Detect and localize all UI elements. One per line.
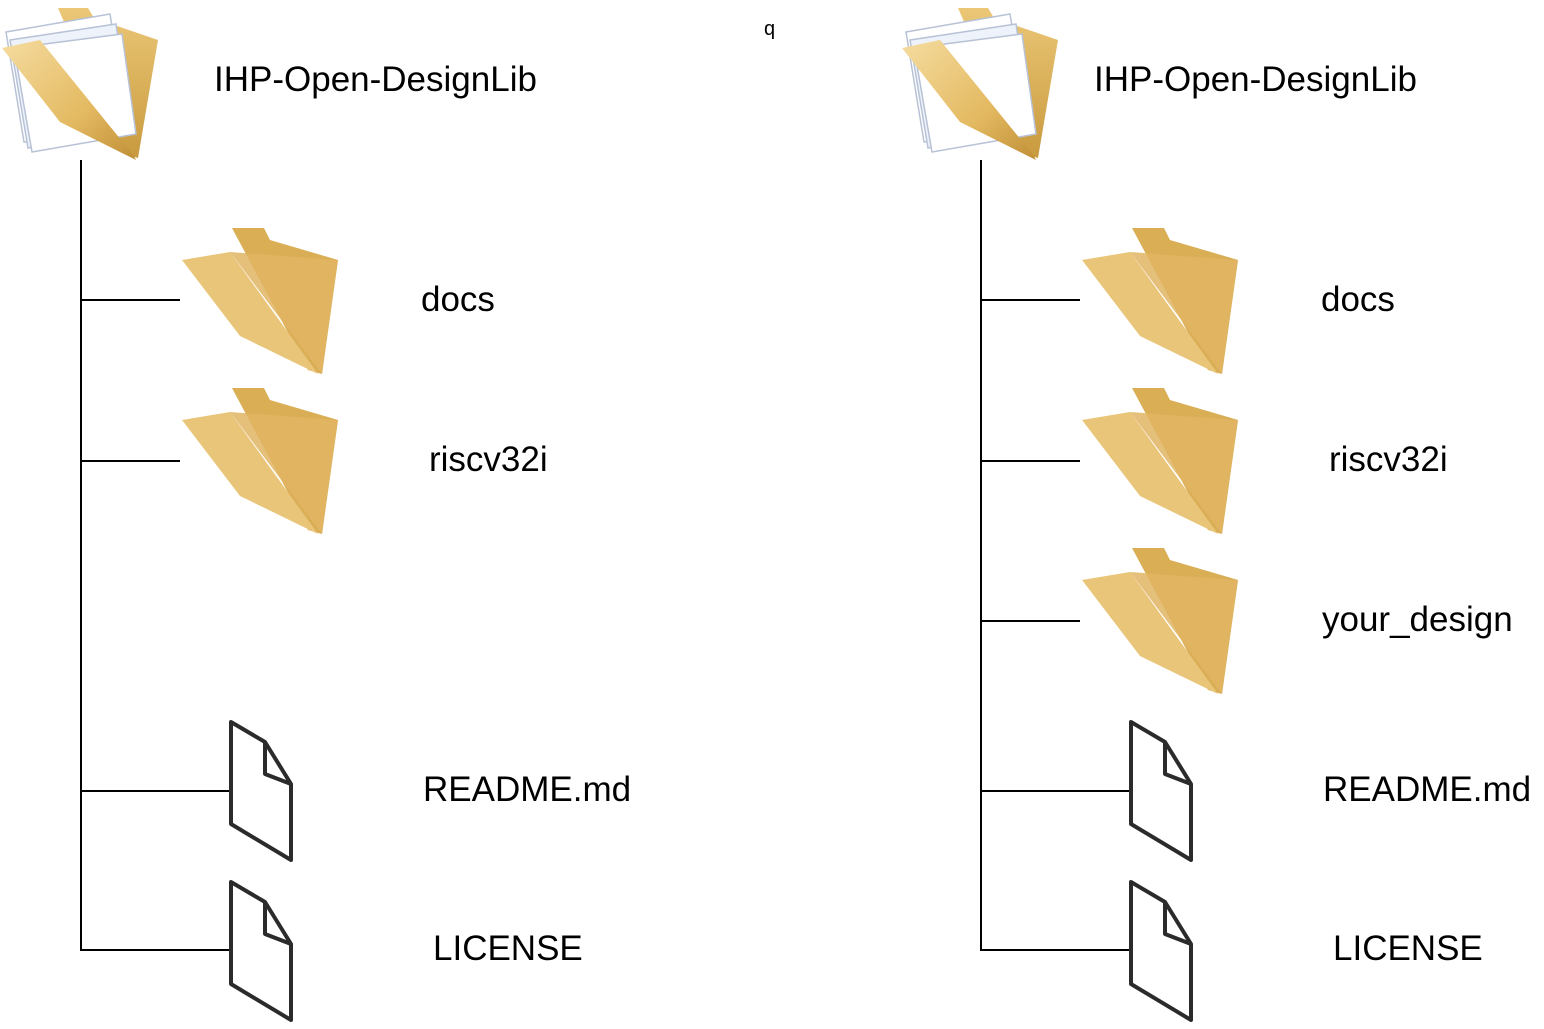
branch-line xyxy=(80,460,180,462)
branch-line xyxy=(980,299,1080,301)
folder-icon xyxy=(180,224,342,383)
branch-line xyxy=(80,790,230,792)
entry-label: LICENSE xyxy=(433,929,583,968)
entry-label: docs xyxy=(421,280,495,319)
branch-line xyxy=(980,949,1130,951)
branch-line xyxy=(980,460,1080,462)
folder-with-documents-icon xyxy=(900,2,1062,165)
root-folder-label: IHP-Open-DesignLib xyxy=(1094,60,1417,99)
tree-left: IHP-Open-DesignLib docs riscv32i README.… xyxy=(0,0,772,1024)
entry-label: your_design xyxy=(1322,600,1513,639)
entry-label: LICENSE xyxy=(1333,929,1483,968)
entry-label: riscv32i xyxy=(1329,440,1448,479)
tree-trunk xyxy=(80,160,82,951)
stray-text: q xyxy=(764,18,776,40)
branch-line xyxy=(80,949,230,951)
folder-icon xyxy=(1080,544,1242,703)
branch-line xyxy=(80,299,180,301)
tree-right: IHP-Open-DesignLib docs riscv32i your_de… xyxy=(900,0,1544,1024)
folder-icon xyxy=(1080,224,1242,383)
branch-line xyxy=(980,790,1130,792)
entry-label: README.md xyxy=(423,770,632,809)
folder-with-documents-icon xyxy=(0,2,162,165)
folder-icon xyxy=(180,384,342,543)
file-icon xyxy=(227,878,297,1029)
file-icon xyxy=(227,718,297,871)
entry-label: README.md xyxy=(1323,770,1532,809)
tree-trunk xyxy=(980,160,982,951)
folder-icon xyxy=(1080,384,1242,543)
entry-label: riscv32i xyxy=(429,440,548,479)
entry-label: docs xyxy=(1321,280,1395,319)
branch-line xyxy=(980,620,1080,622)
root-folder-label: IHP-Open-DesignLib xyxy=(214,60,537,99)
file-icon xyxy=(1127,718,1197,871)
file-icon xyxy=(1127,878,1197,1029)
